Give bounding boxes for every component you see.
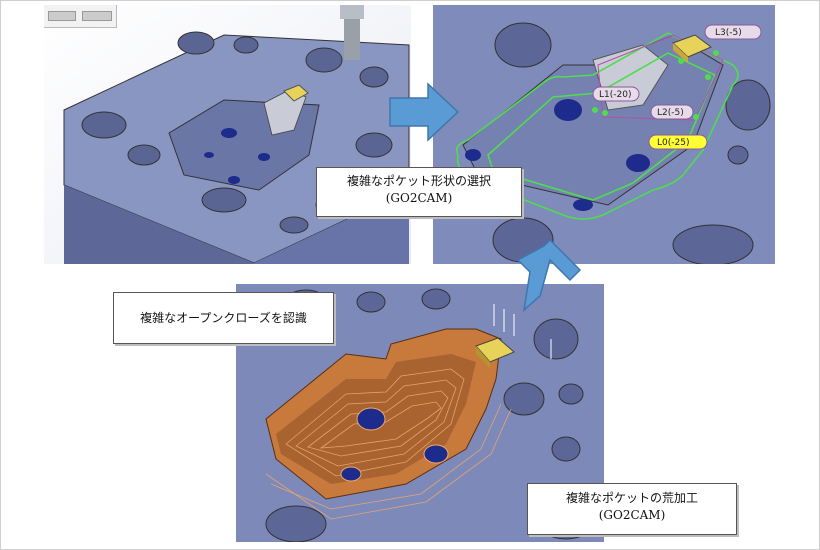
depth-label: L0(-25) xyxy=(657,138,689,148)
arrow-right-icon xyxy=(389,82,460,142)
callout-rough-machining: 複雑なポケットの荒加工 (GO2CAM) xyxy=(527,483,737,535)
callout-open-close: 複雑なオープンクローズを認識 xyxy=(113,292,334,344)
cad-toolbar xyxy=(44,5,117,28)
callout-select-pocket: 複雑なポケット形状の選択 (GO2CAM) xyxy=(316,167,522,217)
pocket-selection-view[interactable]: L3(-5) L1(-20) L2(-5) L0(-25) xyxy=(433,5,775,264)
callout-text: 複雑なオープンクローズを認識 xyxy=(140,311,307,325)
callout-text: (GO2CAM) xyxy=(598,508,666,522)
cad-model-view[interactable] xyxy=(44,5,411,264)
depth-label: L2(-5) xyxy=(657,108,684,118)
toolbar-field[interactable] xyxy=(48,11,76,21)
arrow-down-left-icon xyxy=(516,238,582,312)
callout-text: (GO2CAM) xyxy=(385,191,453,205)
callout-text: 複雑なポケット形状の選択 xyxy=(346,174,491,188)
toolbar-field[interactable] xyxy=(82,11,112,21)
callout-text: 複雑なポケットの荒加工 xyxy=(565,491,698,505)
depth-label: L1(-20) xyxy=(599,90,631,100)
depth-label: L3(-5) xyxy=(715,28,742,38)
